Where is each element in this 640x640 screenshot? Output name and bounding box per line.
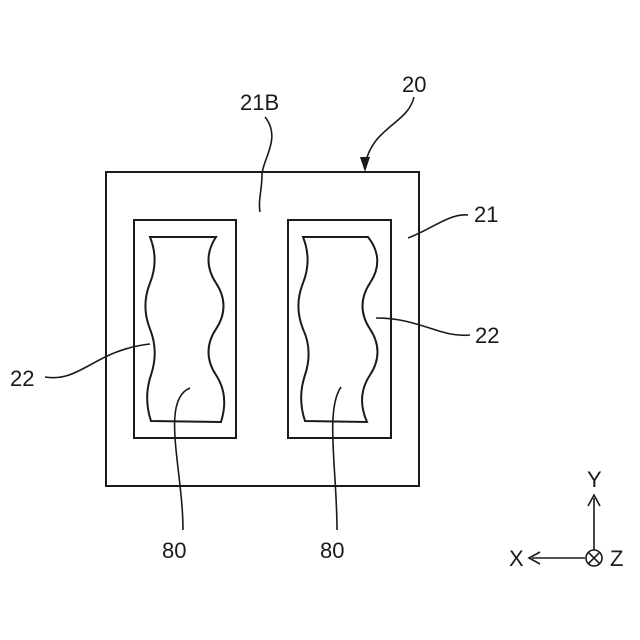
assembly-arrow-curve	[365, 97, 414, 165]
axis-label-x: X	[509, 546, 524, 571]
label-22-left: 22	[10, 366, 34, 391]
label-20: 20	[402, 72, 426, 97]
axis-label-z: Z	[610, 546, 623, 571]
leader-80-right	[333, 387, 341, 530]
leader-80-left	[175, 388, 190, 530]
coordinate-axes: Y X Z	[509, 467, 623, 571]
label-21B: 21B	[240, 90, 279, 115]
left-wavy-insert	[146, 237, 225, 422]
assembly-arrowhead	[360, 157, 370, 172]
label-21: 21	[474, 202, 498, 227]
label-22-right: 22	[475, 323, 499, 348]
label-80-right: 80	[320, 538, 344, 563]
leader-21	[408, 215, 468, 238]
label-80-left: 80	[162, 538, 186, 563]
axis-label-y: Y	[587, 467, 602, 492]
leader-21B	[259, 117, 271, 212]
